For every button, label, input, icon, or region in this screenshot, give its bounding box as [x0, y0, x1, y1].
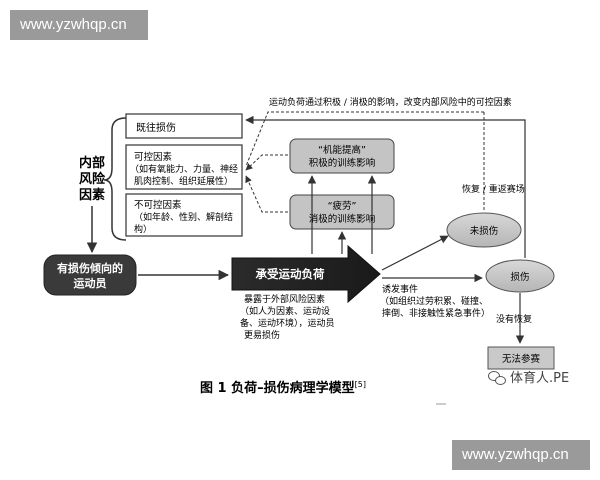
nonmodifiable-detail-2: 构）: [134, 223, 152, 235]
internal-risk-heading-2: 风险: [79, 171, 106, 187]
nonmodifiable-factors-box: [125, 193, 243, 237]
no-recovery-label: 没有恢复: [496, 313, 532, 325]
nonmodifiable-title: 不可控因素: [134, 199, 182, 211]
internal-risk-heading-1: 内部: [79, 155, 105, 171]
load-to-no-injury-arrow: [381, 235, 449, 271]
inciting-line-3: 摔倒、非接触性紧急事件）: [382, 307, 490, 319]
injury-ellipse: [485, 259, 555, 293]
prior-injury-label: 既往损伤: [136, 121, 176, 134]
caption-main: 图 1 负荷–损伤病理学模型: [200, 380, 355, 396]
watermark-top: www.yzwhqp.cn: [10, 10, 148, 40]
inciting-line-2: （如组织过劳积累、碰撞、: [380, 295, 488, 307]
figure-caption: 图 1 负荷–损伤病理学模型[5]: [200, 380, 366, 396]
unable-box: [487, 346, 555, 370]
injury-label: 损伤: [510, 271, 529, 283]
exposure-line-4: 更易损伤: [244, 329, 280, 341]
negative-subtitle: 消极的训练影响: [309, 213, 376, 225]
modifiable-title: 可控因素: [134, 151, 173, 163]
exposure-line-2: （如人为因素、运动设: [240, 305, 330, 317]
brand-name: 体育人.PE: [510, 371, 570, 386]
modifiable-detail-2: 肌肉控制、组织延展性）: [134, 175, 233, 187]
brand-logo: 体育人.PE: [488, 367, 569, 386]
positive-subtitle: 积极的训练影响: [309, 157, 376, 169]
wechat-icon: [488, 370, 506, 385]
positive-title: “机能提高”: [318, 144, 366, 156]
caption-ref: [5]: [355, 380, 366, 389]
load-arrow: [231, 244, 381, 304]
positive-training-box: [289, 138, 395, 174]
athlete-box: [43, 254, 137, 296]
negative-feedback-dashed: [245, 175, 288, 213]
no-injury-ellipse: [446, 212, 522, 248]
prior-injury-box: [125, 113, 243, 139]
modifiable-factors-box: [125, 144, 243, 190]
recovery-label: 恢复 / 重返赛场: [462, 183, 525, 195]
athlete-line-1: 有损伤倾向的: [57, 261, 123, 275]
no-injury-label: 未损伤: [470, 225, 499, 237]
negative-title: “疲劳”: [328, 200, 357, 212]
nonmodifiable-detail-1: （如年龄、性别、解剖结: [134, 211, 233, 223]
unable-label: 无法参赛: [502, 353, 541, 365]
athlete-line-2: 运动员: [74, 276, 107, 290]
top-dashed-line: [245, 111, 484, 167]
modifiable-detail-1: （如有氧能力、力量、神经: [130, 163, 238, 175]
internal-risk-bracket: [103, 117, 127, 241]
negative-training-box: [289, 194, 395, 230]
exposure-line-3: 备、运动环境），运动员: [240, 317, 335, 329]
internal-risk-heading-3: 因素: [79, 187, 105, 203]
return-to-play-line: [245, 115, 526, 258]
exposure-line-1: 暴露于外部风险因素: [244, 293, 325, 305]
inciting-line-1: 诱发事件: [382, 283, 418, 295]
top-note: 运动负荷通过积极 / 消极的影响，改变内部风险中的可控因素: [269, 96, 512, 108]
positive-feedback-dashed: [245, 154, 288, 171]
load-arrow-label: 承受运动负荷: [255, 267, 325, 281]
watermark-bottom: www.yzwhqp.cn: [452, 440, 590, 470]
